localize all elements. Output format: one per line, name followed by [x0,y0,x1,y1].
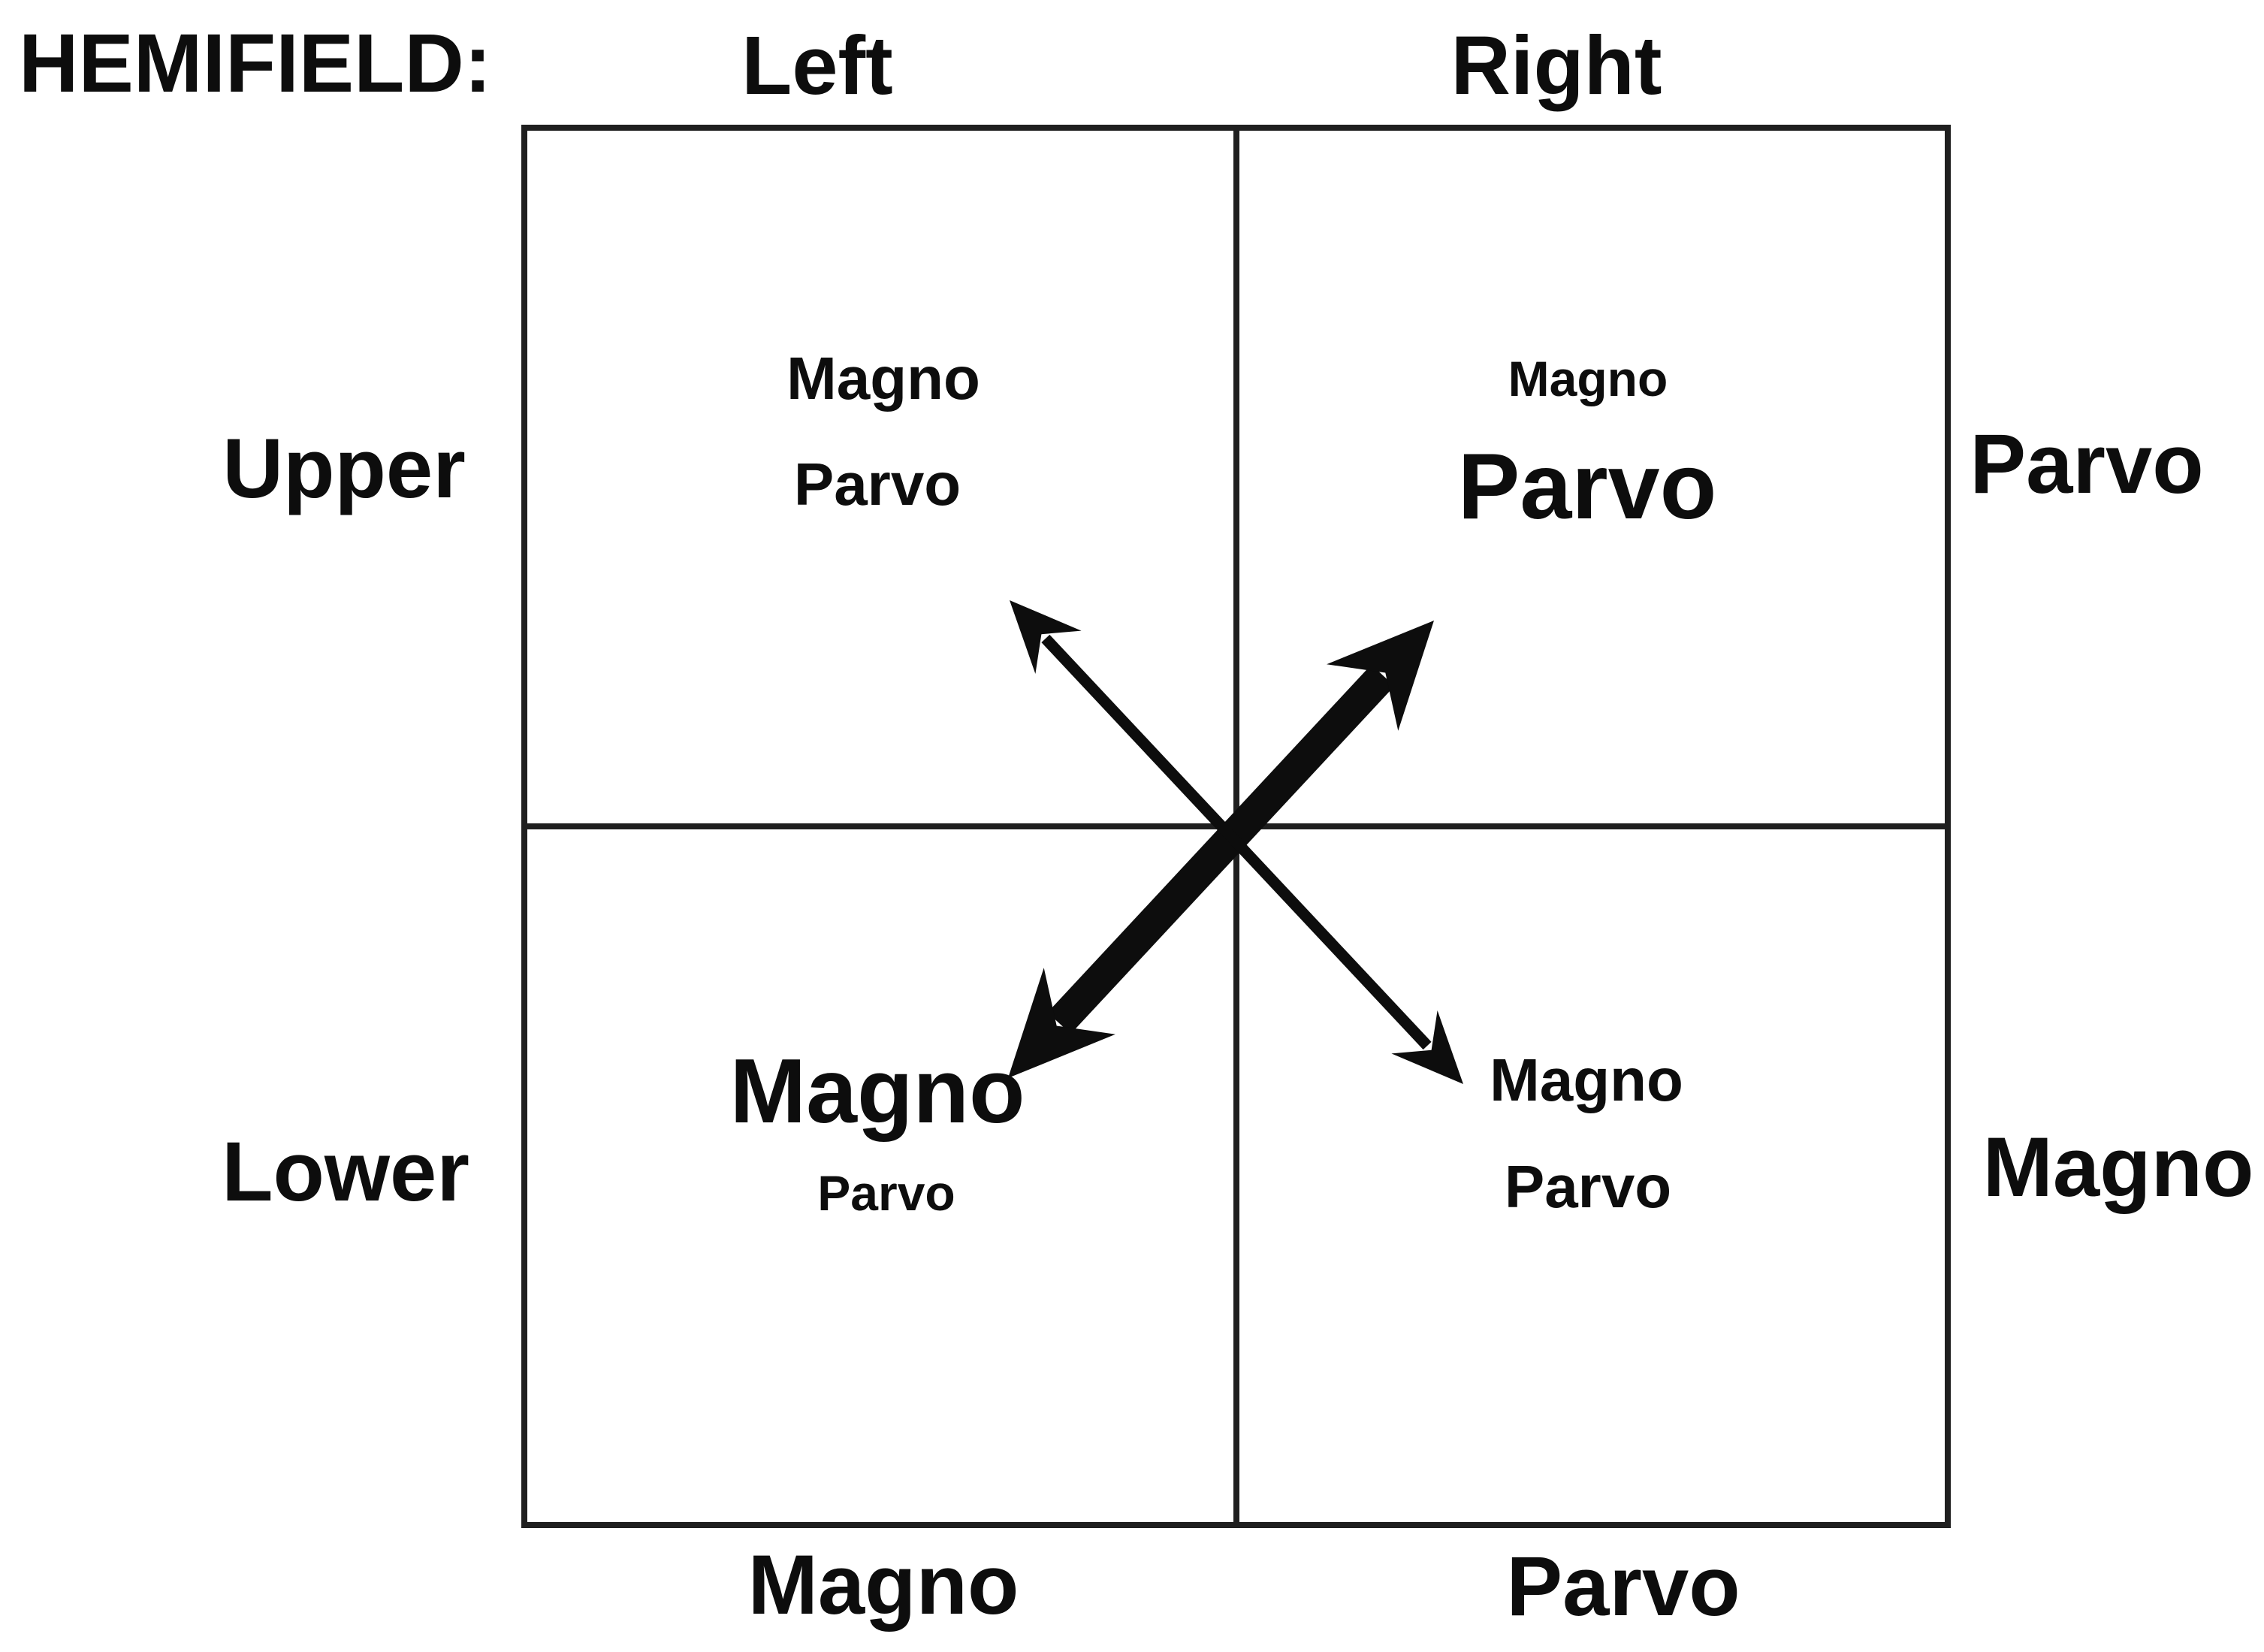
quadrant-lower-left-magno-emphasized: Magno [729,1040,1025,1142]
thick-arrowhead-lower-left-icon [1008,968,1115,1078]
bottom-axis-label-left: Magno [747,1538,1019,1632]
bottom-axis-label-right: Parvo [1506,1539,1740,1633]
right-axis-label-upper: Parvo [1970,417,2204,511]
thin-arrow-shaft [1041,634,1432,1050]
row-label-lower: Lower [222,1125,469,1219]
quadrant-upper-right-magno: Magno [1508,351,1668,406]
row-label-upper: Upper [222,421,466,515]
quadrant-lower-left-parvo: Parvo [817,1165,955,1221]
right-axis-label-lower: Magno [1982,1120,2254,1214]
quadrant-upper-right-parvo-emphasized: Parvo [1457,435,1717,539]
quadrant-upper-left-magno: Magno [786,345,980,412]
thin-arrowhead-upper-left-icon [1010,600,1082,674]
thin-arrowhead-lower-right-icon [1391,1010,1463,1084]
quadrant-lower-right-magno: Magno [1490,1046,1683,1113]
column-label-left: Left [741,20,893,112]
diagram-title: HEMIFIELD: [19,17,492,110]
thick-arrowhead-upper-right-icon [1327,621,1434,731]
thick-diagonal-double-arrow [1008,621,1434,1078]
thin-diagonal-double-arrow [1010,600,1463,1084]
quadrant-upper-left-parvo: Parvo [793,451,961,518]
quadrant-lower-right-parvo: Parvo [1504,1153,1672,1220]
thick-arrow-shaft [1047,664,1395,1034]
column-label-right: Right [1450,20,1662,112]
